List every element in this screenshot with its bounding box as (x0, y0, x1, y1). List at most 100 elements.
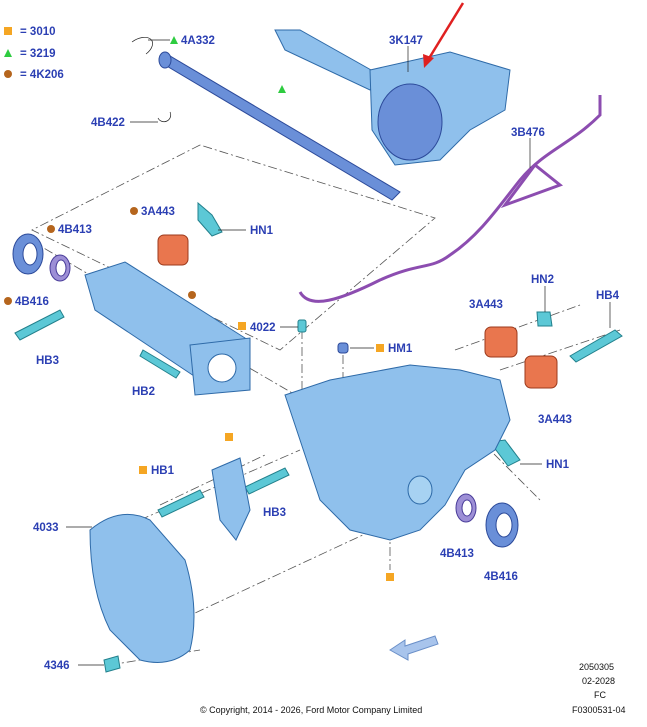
assembly-line-axle-box (31, 144, 436, 351)
callout-3A443-left: 3A443 (141, 206, 175, 218)
legend-triangle-marker (4, 49, 12, 57)
callout-HB3-left: HB3 (36, 355, 59, 367)
fasteners (14, 201, 623, 673)
carrier-assembly (274, 2, 511, 166)
bearing-4B413-right-hole (461, 499, 473, 517)
bushing-3A443-right-1 (484, 326, 518, 358)
figure-code-4: F0300531-04 (572, 705, 626, 715)
left-seal-bearing (4, 225, 71, 305)
marker-square-housing-bottom (386, 573, 394, 581)
callout-4022: 4022 (250, 322, 276, 334)
callout-3A443-right-2: 3A443 (538, 414, 572, 426)
callout-3A443-right-1: 3A443 (469, 299, 503, 311)
callout-HB1: HB1 (151, 465, 175, 477)
red-indicator-arrowhead (423, 54, 434, 68)
callout-4B416-right: 4B416 (484, 571, 518, 583)
carrier-cover-face (377, 83, 443, 161)
callout-HB4: HB4 (596, 290, 620, 302)
legend-text-4K206: = 4K206 (20, 69, 64, 81)
bushing-3A443-left (157, 234, 189, 266)
markers (139, 36, 384, 474)
marker-square-HM1 (376, 344, 384, 352)
axle-shaft-end (158, 51, 172, 69)
carrier-arm (274, 29, 381, 91)
retaining-ring-4A332 (131, 36, 153, 55)
bolt-HB1 (157, 489, 205, 518)
callout-HM1: HM1 (388, 343, 413, 355)
callout-HB3-center: HB3 (263, 507, 286, 519)
figure-code-1: 2050305 (579, 662, 614, 672)
left-axle-tube-bore (207, 353, 237, 383)
callout-4B413-left: 4B413 (58, 224, 92, 236)
bearing-cap-body (211, 457, 251, 541)
marker-circle-3A443-left (130, 207, 138, 215)
vent-tube (298, 95, 602, 303)
retaining-ring-4B422 (157, 111, 171, 122)
differential-housing (284, 364, 511, 581)
right-seal-bearing (455, 493, 519, 548)
marker-triangle-shaft (278, 85, 286, 93)
differential-cover (89, 513, 195, 663)
plug-HM1 (337, 342, 349, 354)
callouts: 4A332 3K147 4B422 3B476 4B413 3A443 HN1 … (15, 35, 620, 672)
nut-HN1-top (197, 201, 223, 237)
vent-tube-line (298, 95, 602, 303)
marker-square-bearing-cap (225, 433, 233, 441)
callout-3B476: 3B476 (511, 127, 545, 139)
axle-shaft (131, 36, 401, 201)
direction-arrow-shape (389, 635, 439, 661)
marker-circle-tube (188, 291, 196, 299)
legend-text-3010: = 3010 (20, 26, 56, 38)
differential-housing-body (284, 364, 511, 541)
bolt-HB4 (569, 329, 623, 363)
callout-HN2: HN2 (531, 274, 554, 286)
seal-4B416-left-hole (22, 242, 38, 266)
marker-square-4022 (238, 322, 246, 330)
callout-4A332: 4A332 (181, 35, 215, 47)
copyright-text: © Copyright, 2014 - 2026, Ford Motor Com… (200, 705, 422, 715)
callout-HN1-top: HN1 (250, 225, 274, 237)
figure-code-3: FC (594, 690, 606, 700)
vent-tube-loop (500, 162, 564, 209)
callout-4B416-left: 4B416 (15, 296, 49, 308)
assembly-line-right-tube (454, 304, 581, 351)
legend-square-marker (4, 27, 12, 35)
marker-triangle-4A332 (170, 36, 178, 44)
assembly-line-hb1 (159, 454, 266, 506)
assembly-line-bolt-right (499, 329, 621, 371)
legend-circle-marker (4, 70, 12, 78)
bolt-HB3-center (244, 467, 290, 495)
callout-HN1-right: HN1 (546, 459, 570, 471)
plug-4022 (297, 319, 307, 333)
figure-code-2: 02-2028 (582, 676, 615, 686)
bolt-4346 (103, 655, 121, 673)
marker-square-HB1 (139, 466, 147, 474)
left-axle-tube (84, 261, 251, 396)
bolt-HB2 (139, 349, 181, 379)
callout-4033: 4033 (33, 522, 59, 534)
bushing-3A443-right-2 (524, 355, 558, 389)
callout-3K147: 3K147 (389, 35, 423, 47)
leader-lines (66, 39, 611, 666)
nut-HN2 (536, 311, 553, 327)
direction-arrow (389, 635, 439, 661)
seal-4B416-right-hole (495, 512, 513, 538)
marker-circle-4B413-left (47, 225, 55, 233)
assembly-line-cover-lower (179, 519, 396, 621)
legend: = 3010 = 3219 = 4K206 (4, 26, 64, 81)
red-indicator-arrow (426, 2, 465, 61)
differential-housing-bore (407, 475, 433, 505)
callout-4346: 4346 (44, 660, 70, 672)
differential-cover-body (89, 513, 195, 663)
marker-circle-4B416-left (4, 297, 12, 305)
legend-text-3219: = 3219 (20, 48, 56, 60)
callout-4B422: 4B422 (91, 117, 125, 129)
callout-HB2: HB2 (132, 386, 155, 398)
bolt-HB3-left (14, 309, 65, 341)
bushings (130, 207, 558, 389)
bearing-4B413-left-hole (55, 259, 67, 277)
callout-4B413-right: 4B413 (440, 548, 474, 560)
bearing-cap (211, 433, 251, 541)
footer: © Copyright, 2014 - 2026, Ford Motor Com… (200, 662, 626, 715)
